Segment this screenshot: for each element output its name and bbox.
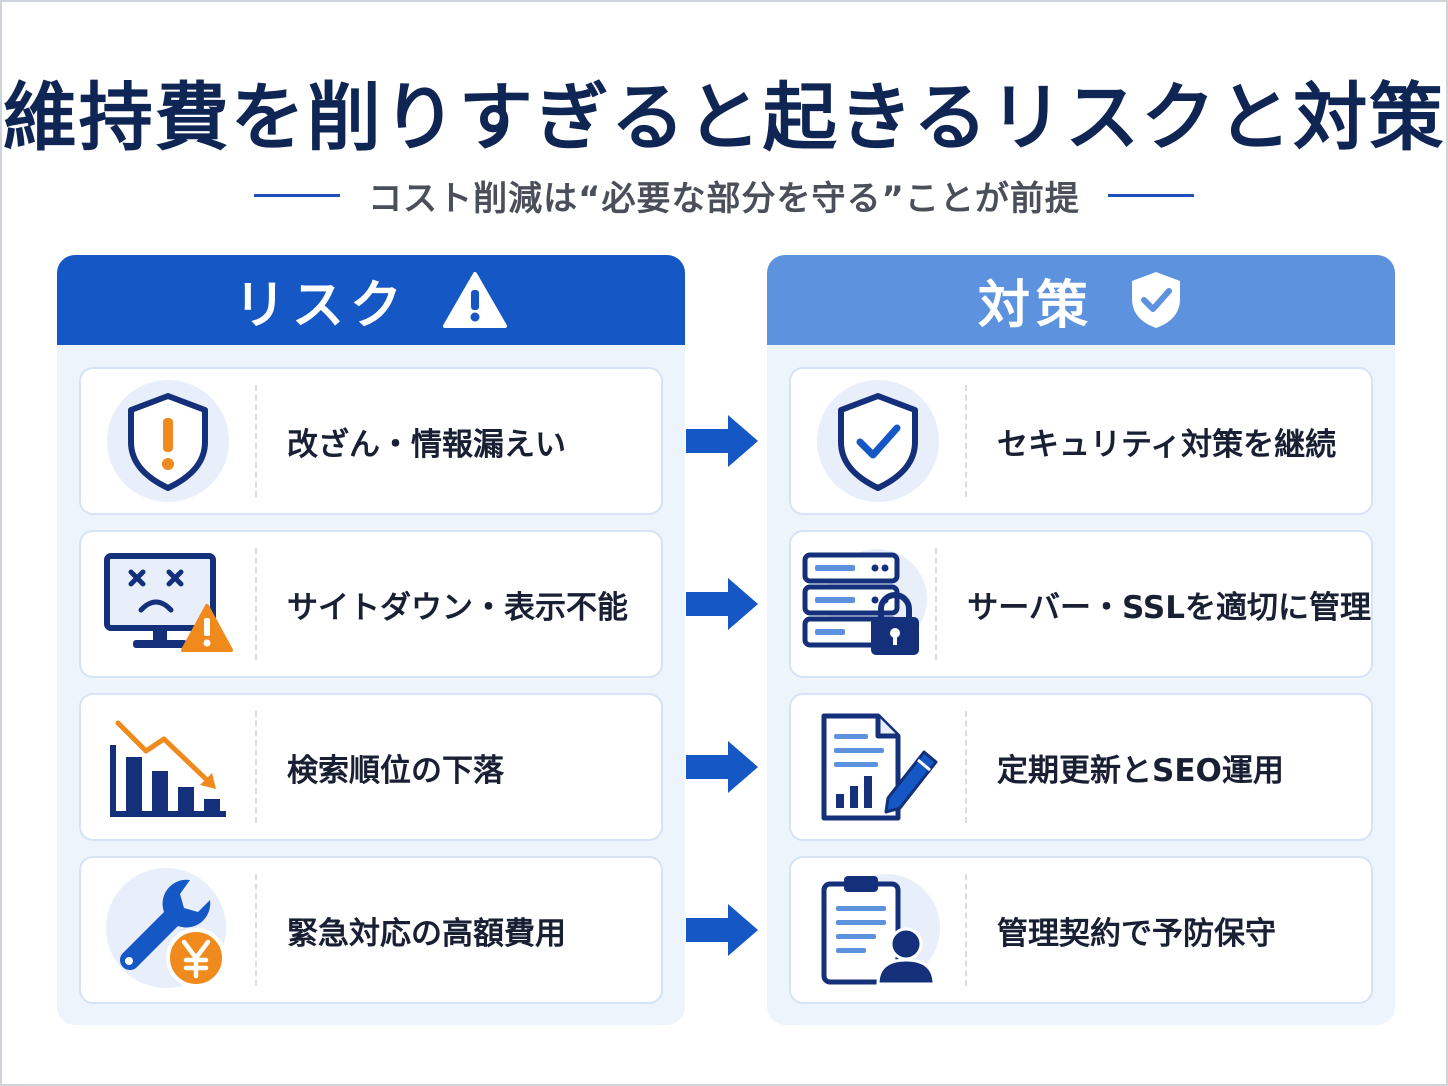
wrench-yen-icon xyxy=(106,868,226,988)
card-icon-cell xyxy=(791,380,967,502)
measure-label: セキュリティ対策を継続 xyxy=(997,426,1337,463)
risk-card-1: 改ざん・情報漏えい xyxy=(79,367,663,515)
card-icon-cell xyxy=(81,548,257,660)
measure-card-4: 管理契約で予防保守 xyxy=(789,856,1373,1004)
subtitle: コスト削減は“必要な部分を守る”ことが前提 xyxy=(368,178,1080,219)
subtitle-line-left xyxy=(254,193,341,197)
card-icon-cell xyxy=(81,868,257,988)
risk-card-4: 緊急対応の高額費用 xyxy=(79,856,663,1004)
risk-label: サイトダウン・表示不能 xyxy=(287,589,628,626)
card-icon-cell xyxy=(81,711,257,823)
risk-label: 検索順位の下落 xyxy=(287,752,504,789)
broken-monitor-icon xyxy=(104,553,233,652)
measure-header-label: 対策 xyxy=(977,275,1094,336)
subtitle-row: コスト削減は“必要な部分を守る”ことが前提 xyxy=(0,170,1448,220)
measure-header: 対策 xyxy=(767,255,1395,345)
measure-card-1: セキュリティ対策を継続 xyxy=(789,367,1373,515)
card-icon-cell xyxy=(791,548,938,660)
risk-header: リスク xyxy=(57,255,685,345)
shield-check-icon xyxy=(817,380,939,502)
risk-header-label: リスク xyxy=(233,275,408,336)
measure-label: 定期更新とSEO運用 xyxy=(997,752,1284,789)
declining-chart-icon xyxy=(110,720,226,817)
risk-card-3: 検索順位の下落 xyxy=(79,693,663,841)
measure-label: サーバー・SSLを適切に管理 xyxy=(967,589,1371,626)
risk-card-2: サイトダウン・表示不能 xyxy=(79,530,663,678)
risk-label: 改ざん・情報漏えい xyxy=(287,426,566,463)
shield-warning-icon xyxy=(107,380,229,502)
page-title: 維持費を削りすぎると起きるリスクと対策 xyxy=(2,75,1446,161)
card-icon-cell xyxy=(791,711,967,823)
card-icon-cell xyxy=(791,874,967,986)
risk-label: 緊急対応の高額費用 xyxy=(287,915,566,952)
arrow-right-icon xyxy=(686,415,758,467)
measure-card-2: サーバー・SSLを適切に管理 xyxy=(789,530,1373,678)
arrow-right-icon xyxy=(686,741,758,793)
shield-check-icon xyxy=(1132,272,1180,328)
measure-label: 管理契約で予防保守 xyxy=(997,915,1276,952)
arrow-right-icon xyxy=(686,904,758,956)
measure-card-3: 定期更新とSEO運用 xyxy=(789,693,1373,841)
measure-column: 対策 セキュリティ対策を継続 xyxy=(767,255,1395,1025)
warning-triangle-icon xyxy=(443,272,507,328)
risk-column: リスク 改ざん・情報漏えい xyxy=(57,255,685,1025)
arrow-right-icon xyxy=(686,578,758,630)
document-edit-icon xyxy=(821,713,938,821)
card-icon-cell xyxy=(81,380,257,502)
subtitle-line-right xyxy=(1107,193,1194,197)
clipboard-person-icon xyxy=(821,874,940,986)
server-lock-icon xyxy=(802,549,928,655)
